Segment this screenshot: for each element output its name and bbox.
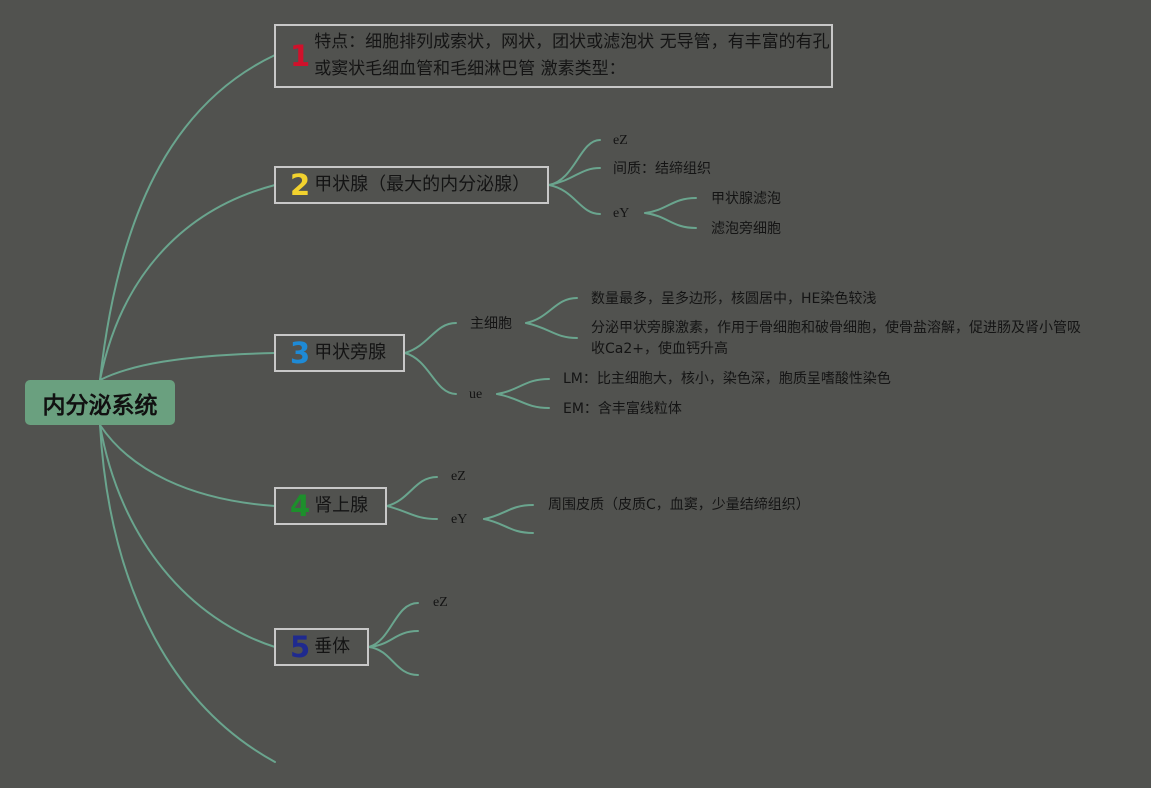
topic-adrenal[interactable]: 4 肾上腺: [274, 487, 387, 525]
connector-parenchyma-parafollicular: [644, 212, 697, 229]
topic-pituitary-label: 垂体: [314, 636, 351, 658]
topic-thyroid[interactable]: 2 甲状腺（最大的内分泌腺）: [274, 166, 549, 204]
topic-number-5: 5: [290, 629, 311, 664]
connector-parathyroid-chief: [404, 322, 457, 354]
thyroid-stroma[interactable]: 间质：结缔组织: [613, 161, 711, 177]
parathyroid-chief-morphology[interactable]: 数量最多，呈多边形，核圆居中，HE染色较浅: [591, 291, 877, 307]
pituitary-capsule[interactable]: eZ: [433, 595, 448, 610]
topic-adrenal-label: 肾上腺: [314, 495, 369, 517]
connector-root-extra: [99, 424, 276, 763]
connector-adrenal-parenchyma: [386, 505, 438, 520]
adrenal-capsule[interactable]: eZ: [451, 469, 466, 484]
connector-root-topic3: [99, 352, 276, 381]
connector-pituitary-3: [368, 646, 419, 676]
connector-adrenal-extra: [483, 518, 534, 534]
connector-chief-2: [525, 322, 578, 339]
topic-features-label: 特点：细胞排列成索状，网状，团状或滤泡状 无导管，有丰富的有孔或窦状毛细血管和毛…: [314, 32, 830, 79]
connector-pituitary-capsule: [368, 602, 419, 648]
connector-thyroid-parenchyma: [548, 184, 601, 215]
thyroid-parafollicular[interactable]: 滤泡旁细胞: [711, 221, 781, 237]
root-label: 内分泌系统: [42, 392, 158, 419]
connector-thyroid-capsule: [548, 139, 601, 186]
topic-pituitary[interactable]: 5 垂体: [274, 628, 369, 666]
topic-parathyroid[interactable]: 3 甲状旁腺: [274, 334, 405, 372]
parathyroid-chief-function[interactable]: 分泌甲状旁腺激素，作用于骨细胞和破骨细胞，使骨盐溶解，促进肠及肾小管吸收Ca2+…: [591, 320, 1081, 357]
connector-oxyphil-em: [496, 393, 550, 409]
connector-chief-1: [525, 297, 578, 324]
connector-pituitary-2: [368, 630, 419, 648]
connector-adrenal-cortex: [483, 504, 534, 520]
parathyroid-oxyphil[interactable]: ue: [469, 387, 483, 402]
topic-number-1: 1: [290, 38, 311, 73]
connector-root-topic1: [99, 54, 276, 381]
parathyroid-oxyphil-lm[interactable]: LM：比主细胞大，核小，染色深，胞质呈嗜酸性染色: [563, 371, 891, 387]
topic-number-4: 4: [290, 488, 311, 523]
parathyroid-chief[interactable]: 主细胞: [470, 316, 512, 332]
connector-oxyphil-lm: [496, 378, 550, 395]
topic-parathyroid-label: 甲状旁腺: [314, 342, 387, 364]
connector-parenchyma-follicle: [644, 197, 697, 214]
connector-root-topic2: [99, 184, 276, 381]
connector-root-topic5: [99, 424, 276, 648]
connector-parathyroid-oxyphil: [404, 352, 457, 395]
connector-thyroid-stroma: [548, 167, 601, 186]
adrenal-parenchyma[interactable]: eY: [451, 512, 468, 527]
topic-thyroid-label: 甲状腺（最大的内分泌腺）: [314, 174, 531, 196]
topic-number-3: 3: [290, 335, 311, 370]
thyroid-capsule[interactable]: eZ: [613, 133, 628, 148]
parathyroid-oxyphil-em[interactable]: EM：含丰富线粒体: [563, 401, 682, 417]
thyroid-follicle[interactable]: 甲状腺滤泡: [711, 191, 781, 207]
root-node[interactable]: 内分泌系统: [25, 380, 175, 425]
thyroid-parenchyma[interactable]: eY: [613, 206, 630, 221]
connector-adrenal-capsule: [386, 476, 438, 507]
topic-number-2: 2: [290, 167, 311, 202]
topic-features[interactable]: 1 特点：细胞排列成索状，网状，团状或滤泡状 无导管，有丰富的有孔或窦状毛细血管…: [274, 24, 833, 88]
adrenal-cortex[interactable]: 周围皮质（皮质C，血窦，少量结缔组织）: [548, 497, 810, 513]
connector-root-topic4: [99, 424, 276, 507]
